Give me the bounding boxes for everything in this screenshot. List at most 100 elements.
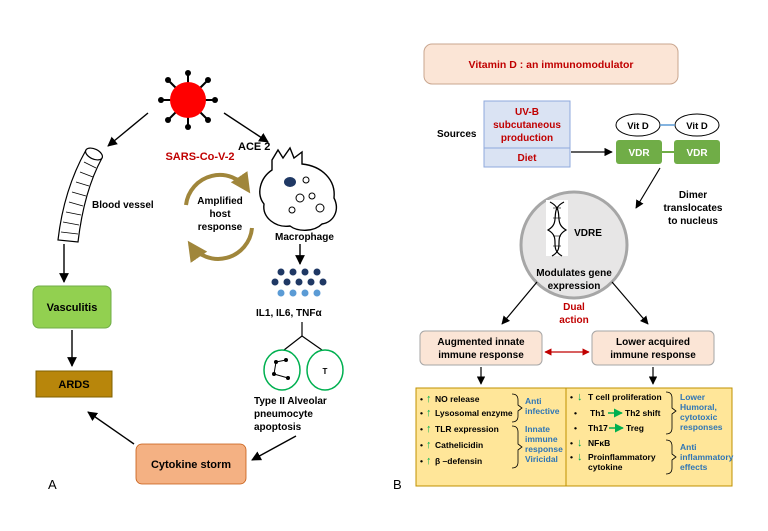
- innate-item-1: NO release: [435, 394, 480, 404]
- innate-arrow-4: ↑: [426, 439, 432, 451]
- t-cell-pneumocyte-icon: [263, 322, 344, 391]
- acquired-treg: Treg: [626, 423, 644, 433]
- svg-text:↓: ↓: [577, 437, 583, 449]
- acquired-brace-1: [665, 391, 677, 435]
- acquired-t-cell: T cell proliferation: [588, 392, 662, 402]
- innate-effects-panel: [415, 387, 567, 487]
- pneumocyte-label-line1: Type II Alveolar: [254, 396, 327, 407]
- innate-item-3: TLR expression: [435, 424, 499, 434]
- vasculitis-box: [32, 285, 112, 329]
- ards-label: ARDS: [58, 379, 89, 391]
- ace2-label: ACE 2: [238, 141, 270, 153]
- panel-a: SARS-Co-V-2 ACE 2 Blood vessel Vasculiti…: [32, 70, 344, 492]
- dimer-text-line1: Dimer: [679, 190, 707, 201]
- svg-text:•: •: [574, 423, 577, 433]
- acquired-effects-text: Lower Humoral, cytotoxic responses Anti …: [680, 392, 734, 472]
- innate-effect1-line1: Anti: [525, 396, 542, 406]
- innate-list: • ↑ NO release • ↑ Lysosomal enzyme • ↑ …: [420, 393, 513, 467]
- innate-arrow-3: ↑: [426, 423, 432, 435]
- acquired-list: • ↓ T cell proliferation • Th1 Th2 shift…: [570, 391, 662, 472]
- arrow-nucleus-to-innate: [501, 281, 538, 325]
- acquired-box-line1: Lower acquired: [616, 337, 690, 348]
- cycle-label-line3: response: [198, 222, 243, 233]
- dimer-text-line2: translocates: [664, 203, 723, 214]
- innate-effect2-line4: Viricidal: [525, 454, 558, 464]
- sources-label: Sources: [437, 129, 477, 140]
- innate-effect1-line2: infective: [525, 406, 560, 416]
- amplified-cycle-icon: [184, 171, 254, 263]
- source-diet: Diet: [518, 153, 538, 164]
- sars-cov-2-virus-icon: [158, 70, 218, 130]
- innate-box-line1: Augmented innate: [437, 337, 525, 348]
- cytokine-storm-label: Cytokine storm: [151, 459, 231, 471]
- dimer-text-line3: to nucleus: [668, 216, 718, 227]
- innate-box-line2: immune response: [438, 350, 524, 361]
- svg-text:↓: ↓: [577, 451, 583, 463]
- vasculitis-label: Vasculitis: [47, 302, 98, 314]
- acquired-box: [591, 330, 715, 366]
- acquired-proinflam-line2: cytokine: [588, 462, 623, 472]
- acquired-effects-panel: [565, 387, 733, 487]
- svg-text:•: •: [420, 456, 423, 466]
- cytokine-dots-icon: [271, 268, 327, 297]
- innate-effect2-line2: immune: [525, 434, 558, 444]
- acquired-brace-2: [665, 439, 677, 475]
- arrow-virus-to-vessel: [107, 112, 149, 147]
- svg-text:•: •: [570, 392, 573, 402]
- acquired-box-line2: immune response: [610, 350, 696, 361]
- arrow-dimer-to-nucleus: [635, 167, 661, 209]
- arrow-nucleus-to-acquired: [611, 281, 649, 325]
- vitd-left-label: Vit D: [627, 121, 649, 132]
- blood-vessel-label: Blood vessel: [92, 200, 154, 211]
- acquired-effect2-line2: inflammatory: [680, 452, 734, 462]
- vdr-right-box: [674, 140, 720, 164]
- acquired-effect2-line1: Anti: [680, 442, 697, 452]
- acquired-effect1-line2: Humoral,: [680, 402, 717, 412]
- panel-a-letter: A: [48, 477, 57, 492]
- modulates-line2: expression: [548, 281, 601, 292]
- svg-text:•: •: [420, 424, 423, 434]
- innate-box: [419, 330, 543, 366]
- innate-effect2-line3: response: [525, 444, 563, 454]
- arrow-storm-to-ards: [87, 411, 135, 445]
- cytokine-storm-box: [135, 443, 247, 485]
- vdr-left-label: VDR: [628, 148, 650, 159]
- source-uvb-line3: production: [501, 133, 553, 144]
- modulates-line1: Modulates gene: [536, 268, 612, 279]
- source-uvb-line1: UV-B: [515, 107, 539, 118]
- cycle-label-line1: Amplified: [197, 196, 243, 207]
- dual-action-line2: action: [559, 315, 588, 326]
- arrow-virus-to-macrophage: [223, 112, 269, 143]
- pneumocyte-label-line3: apoptosis: [254, 422, 302, 433]
- dna-icon: [546, 200, 568, 257]
- ards-box: [35, 370, 113, 398]
- svg-text:•: •: [420, 440, 423, 450]
- source-uvb-line2: subcutaneous: [493, 120, 561, 131]
- sources-box: [483, 100, 571, 168]
- innate-arrow-1: ↑: [426, 393, 432, 405]
- vdr-right-label: VDR: [686, 148, 708, 159]
- cytokines-label: IL1, IL6, TNFα: [256, 308, 322, 319]
- acquired-effect2-line3: effects: [680, 462, 708, 472]
- pneumocyte-label-line2: pneumocyte: [254, 409, 313, 420]
- acquired-th2: Th2 shift: [625, 408, 661, 418]
- innate-effect2-line1: Innate: [525, 424, 550, 434]
- vitd-right-label: Vit D: [686, 121, 708, 132]
- panel-b-letter: B: [393, 477, 402, 492]
- acquired-th17: Th17: [588, 423, 608, 433]
- svg-text:•: •: [574, 408, 577, 418]
- innate-brace-1: [511, 393, 523, 423]
- title-box: [423, 43, 679, 85]
- dual-action-line1: Dual: [563, 302, 585, 313]
- vdr-left-box: [616, 140, 662, 164]
- svg-text:•: •: [570, 452, 573, 462]
- innate-item-2: Lysosomal enzyme: [435, 408, 513, 418]
- acquired-th1: Th1: [590, 408, 605, 418]
- acquired-effect1-line4: responses: [680, 422, 723, 432]
- blood-vessel-icon: [57, 147, 104, 243]
- svg-text:↓: ↓: [577, 391, 583, 403]
- innate-brace-2: [511, 425, 523, 469]
- svg-text:•: •: [570, 438, 573, 448]
- cycle-label-line2: host: [209, 209, 231, 220]
